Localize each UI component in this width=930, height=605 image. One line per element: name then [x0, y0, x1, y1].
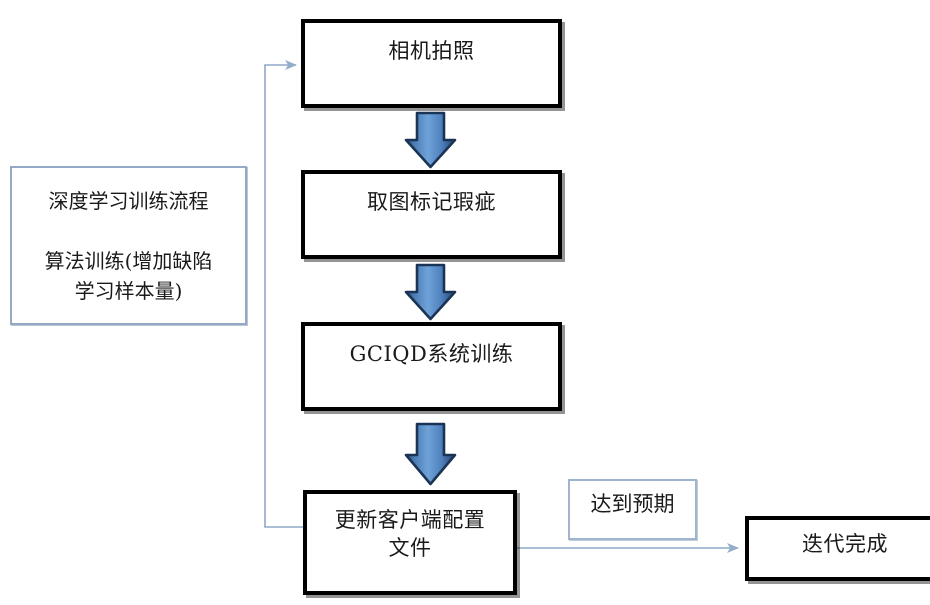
process-box-gciqd-training[interactable]: GCIQD系统训练 — [301, 322, 562, 411]
block-arrow-down-3 — [404, 422, 457, 486]
block-arrow-down-2 — [404, 263, 457, 321]
training-process-info-panel: 深度学习训练流程 算法训练(增加缺陷 学习样本量) — [10, 166, 247, 325]
terminal-box-iteration-complete-label: 迭代完成 — [802, 532, 888, 556]
process-box-gciqd-training-label: GCIQD系统训练 — [349, 342, 514, 366]
terminal-box-iteration-complete[interactable]: 迭代完成 — [745, 516, 930, 581]
info-panel-title: 深度学习训练流程 — [48, 189, 209, 213]
process-box-update-client-config[interactable]: 更新客户端配置 文件 — [303, 490, 517, 595]
process-box-camera-capture-label: 相机拍照 — [388, 39, 475, 63]
process-box-camera-capture[interactable]: 相机拍照 — [301, 19, 562, 108]
process-box-label-defects[interactable]: 取图标记瑕疵 — [301, 170, 562, 259]
process-box-label-defects-label: 取图标记瑕疵 — [367, 190, 496, 214]
process-box-update-client-config-label: 更新客户端配置 文件 — [334, 508, 486, 560]
connector-feedback-loop — [264, 60, 303, 528]
condition-box-expected-reached-label: 达到预期 — [590, 492, 675, 516]
condition-box-expected-reached[interactable]: 达到预期 — [568, 479, 697, 540]
info-panel-detail: 算法训练(增加缺陷 学习样本量) — [44, 249, 213, 303]
block-arrow-down-1 — [404, 111, 457, 169]
